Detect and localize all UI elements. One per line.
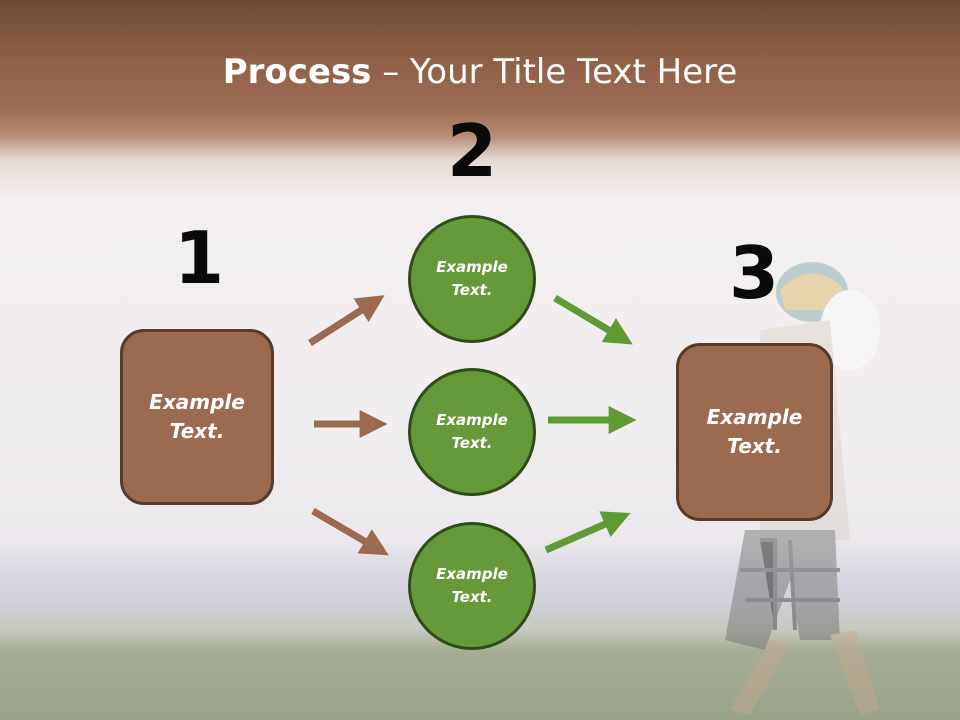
title-rest: – Your Title Text Here — [371, 52, 738, 92]
arrow-to-circle-1 — [308, 295, 385, 346]
step-number-3: 3 — [728, 231, 780, 315]
step-1-box-text: Example Text. — [149, 390, 245, 443]
step-1-box: Example Text. — [120, 329, 274, 505]
arrow-from-circle-3 — [544, 511, 631, 554]
circle-3-text: Example Text. — [436, 565, 508, 606]
slide-title: Process – Your Title Text Here — [0, 52, 960, 92]
circle-2-text: Example Text. — [436, 411, 508, 452]
arrow-to-circle-3 — [311, 507, 389, 556]
step-3-box: Example Text. — [676, 343, 833, 521]
arrow-from-circle-1 — [553, 294, 633, 345]
step-number-1: 1 — [173, 216, 225, 300]
step-number-2: 2 — [446, 109, 498, 193]
title-bold: Process — [222, 52, 372, 92]
step-2-circle-2: Example Text. — [408, 368, 536, 496]
step-2-circle-3: Example Text. — [408, 522, 536, 650]
step-3-box-text: Example Text. — [706, 405, 803, 458]
circle-1-text: Example Text. — [436, 258, 508, 299]
step-2-circle-1: Example Text. — [408, 215, 536, 343]
